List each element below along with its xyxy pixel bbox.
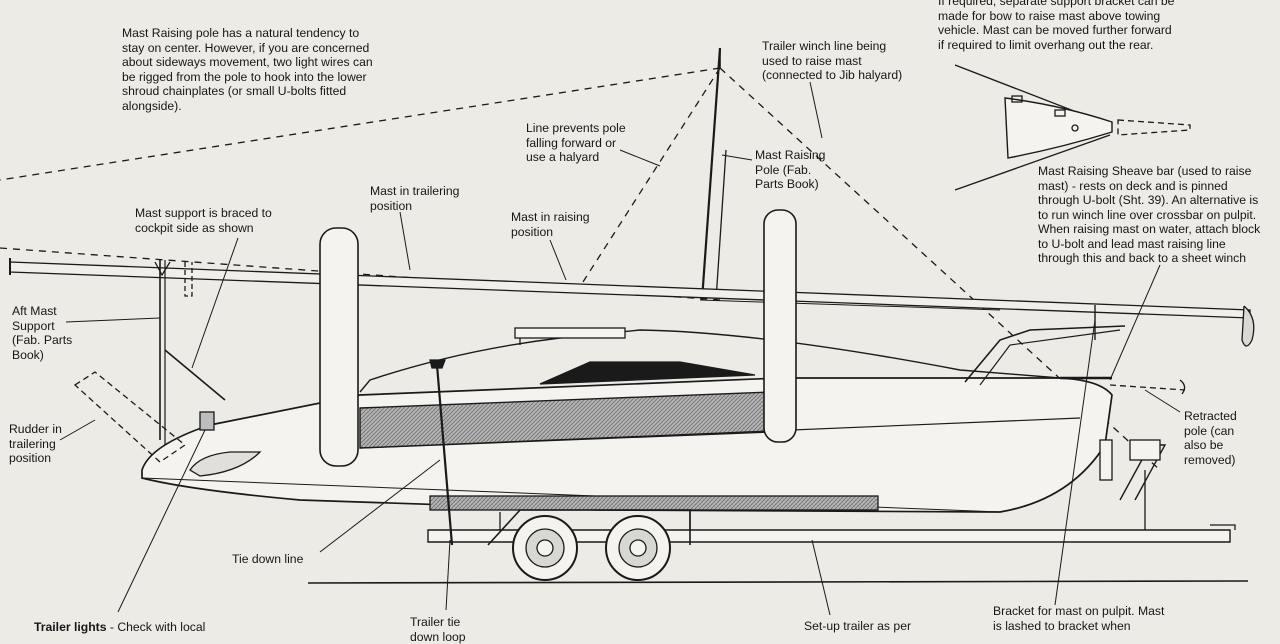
side-board-fwd bbox=[763, 209, 797, 443]
mast-raising-pole bbox=[700, 47, 722, 301]
tie-down-line-label: Tie down line bbox=[232, 552, 304, 566]
mast-trailering bbox=[9, 261, 1251, 319]
tie-down-line bbox=[435, 364, 454, 546]
retracted-pole-label: Retracted pole (can also be removed) bbox=[1184, 409, 1237, 467]
cabin bbox=[359, 329, 1061, 393]
dashed-pole-line bbox=[573, 67, 721, 297]
trailer-tie-label: Trailer tie down loop bbox=[410, 615, 466, 644]
mast-in-raising-label: Mast in raising position bbox=[511, 210, 590, 239]
trailer-bunk bbox=[429, 495, 879, 511]
aft-mast-support-label: Aft Mast Support (Fab. Parts Book) bbox=[12, 304, 73, 362]
mast-in-trailering-label: Mast in trailering position bbox=[370, 184, 460, 213]
rudder bbox=[73, 371, 187, 463]
trailer-wheel-fwd bbox=[605, 515, 671, 581]
leader-lines bbox=[59, 81, 1181, 616]
trailer-wheel-aft bbox=[512, 515, 578, 581]
setup-trailer-label: Set-up trailer as per bbox=[804, 619, 912, 633]
side-board-aft bbox=[319, 227, 359, 467]
sheave-bar-note: Mast Raising Sheave bar (used to raise m… bbox=[1038, 164, 1261, 265]
pulpit bbox=[964, 325, 1126, 383]
ground-line bbox=[307, 580, 1249, 584]
trailer-lights-label: Trailer lights - Check with local bbox=[34, 620, 206, 634]
rudder-label: Rudder in trailering position bbox=[9, 422, 62, 465]
mast-support-braced-label: Mast support is braced to cockpit side a… bbox=[135, 206, 272, 235]
cabin-window bbox=[539, 361, 756, 385]
bow-bracket-note: If required, separate support bracket ca… bbox=[938, 0, 1175, 52]
aft-mast-support bbox=[154, 260, 226, 445]
line-prevents-pole-label: Line prevents pole falling forward or us… bbox=[526, 121, 626, 164]
sheave-bar-inset bbox=[954, 64, 1191, 191]
bracket-pulpit-label: Bracket for mast on pulpit. Mast is lash… bbox=[993, 604, 1165, 633]
trailer-winch-line-label: Trailer winch line being used to raise m… bbox=[762, 39, 903, 82]
dashed-line-to-aft bbox=[0, 67, 721, 181]
mast-raising-pole-label: Mast Raising Pole (Fab. Parts Book) bbox=[755, 148, 826, 191]
mast-raising-pole-note: Mast Raising pole has a natural tendency… bbox=[122, 26, 373, 113]
